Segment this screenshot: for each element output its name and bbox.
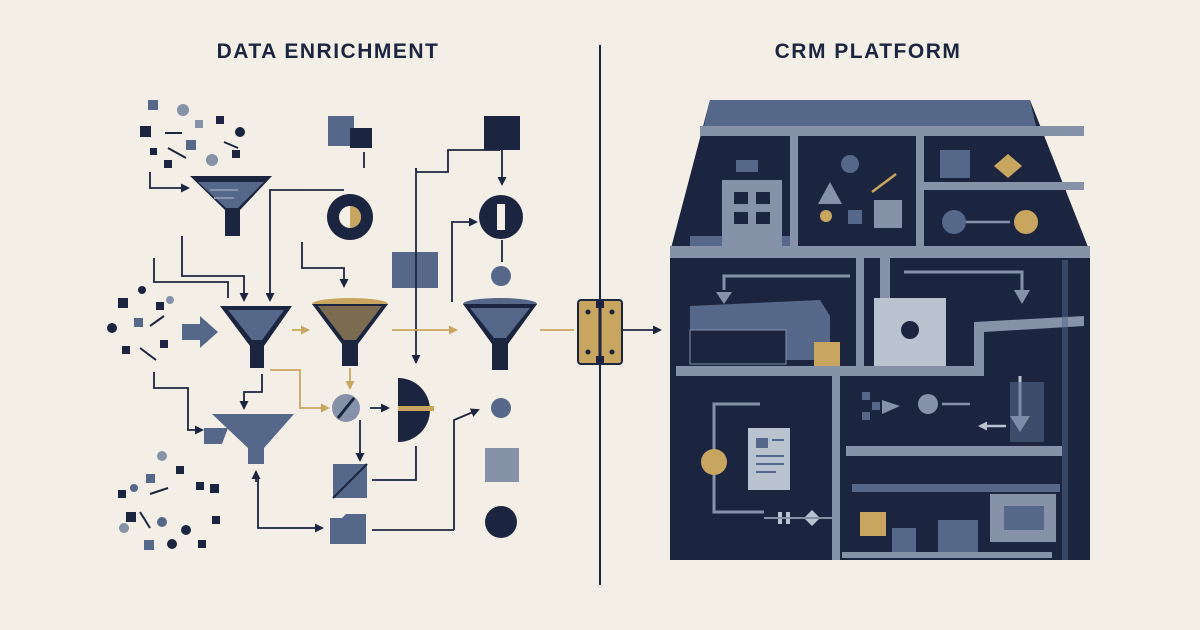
data-block — [392, 252, 438, 288]
data-node — [491, 266, 511, 286]
building-icon — [722, 180, 782, 246]
enrichment-pipeline — [107, 100, 574, 550]
funnel-icon — [204, 414, 294, 464]
flow-connectors — [149, 149, 507, 533]
funnel-icon — [220, 306, 292, 368]
input-arrow-icon — [182, 316, 218, 348]
data-particles-bottom — [118, 451, 220, 550]
funnel-icon — [463, 298, 537, 370]
arrow-icon — [1014, 290, 1030, 304]
funnel-icon — [190, 176, 272, 236]
slash-node — [332, 394, 360, 422]
merge-node — [479, 195, 523, 239]
document-icon — [748, 428, 790, 490]
data-node — [485, 506, 517, 538]
data-node — [491, 398, 511, 418]
gold-flow-connectors — [270, 325, 574, 413]
data-block — [328, 116, 354, 146]
funnel-icon — [312, 298, 388, 366]
crm-building — [670, 100, 1090, 560]
data-enrichment-title: DATA ENRICHMENT — [216, 40, 440, 63]
data-block — [485, 448, 519, 482]
folder-icon — [330, 514, 366, 544]
slash-block — [332, 463, 368, 499]
data-particles-middle — [107, 286, 218, 361]
crm-platform-title: CRM PLATFORM — [774, 40, 962, 63]
valve-icon — [764, 510, 832, 526]
arrow-icon — [716, 292, 732, 304]
data-block — [484, 116, 520, 150]
data-particles-top — [140, 100, 245, 168]
half-disc-node — [398, 378, 434, 442]
data-block — [350, 128, 372, 148]
split-node — [327, 194, 373, 240]
connector-hinge-icon — [577, 299, 662, 365]
